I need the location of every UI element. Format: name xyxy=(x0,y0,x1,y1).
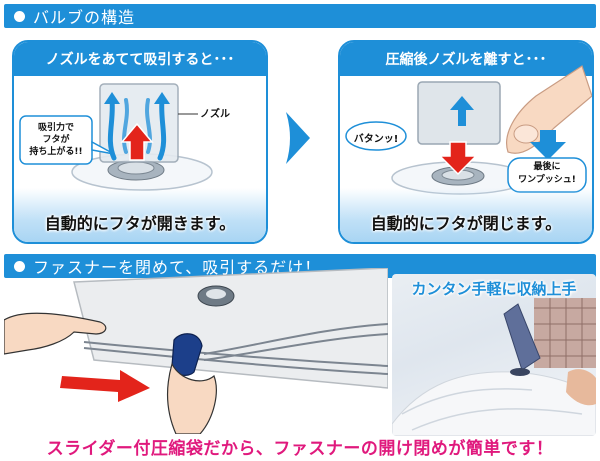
quilt-fold xyxy=(401,388,533,415)
fingernail xyxy=(513,124,539,144)
zipper-illustration xyxy=(4,268,388,434)
bottom-caption: スライダー付圧縮袋だから、ファスナーの開け閉めが簡単です！ xyxy=(46,439,554,459)
callout-line: フタが xyxy=(42,135,70,145)
callout-text: 吸引力で フタが 持ち上がる!! xyxy=(24,122,88,158)
panel-caption: 自動的にフタが閉じます。 xyxy=(370,214,562,233)
callout-box xyxy=(19,115,93,165)
bullet-dot xyxy=(14,10,25,22)
product-photo: カンタン手軽に収納上手 xyxy=(392,274,596,436)
bubble-line: 最後に xyxy=(533,162,561,172)
valve-cap xyxy=(117,161,155,175)
bag-valve-cap xyxy=(206,289,226,299)
callout-line: 持ち上がる!! xyxy=(29,147,83,157)
section-title: ファスナーを閉めて、吸引するだけ！ xyxy=(33,258,322,277)
section-title: バルブの構造 xyxy=(33,8,136,27)
bubble-text-left: バタンッ! xyxy=(353,134,399,145)
airflow-arrowhead-right xyxy=(154,92,170,104)
bag-slider-drawing xyxy=(4,268,388,434)
callout-line: 吸引力で xyxy=(37,123,74,133)
zipper-line-open xyxy=(203,333,388,361)
nozzle-tip xyxy=(510,368,530,376)
zipper-line-open xyxy=(203,323,388,355)
quilt-fold xyxy=(411,408,583,431)
lift-arrow-red xyxy=(120,122,154,161)
bubble-text-right: 最後に ワンプッシュ! xyxy=(508,161,586,187)
panel-nozzle-release: 圧縮後ノズルを離すと･･･ バタンッ! 最後に ワンプッシュ! 自動的にフタが閉… xyxy=(338,40,594,244)
photo-drawing xyxy=(392,298,596,436)
nozzle-label: ノズル xyxy=(200,109,230,120)
close-arrow-red xyxy=(438,141,478,176)
panel-bottom-gradient xyxy=(14,188,266,242)
panel-nozzle-attach: ノズルをあてて吸引すると･･･ ノズル 吸引力で フタが 持ち上がる!! 自動的… xyxy=(12,40,268,244)
airflow-arrow-inner-right xyxy=(145,98,152,154)
left-hand xyxy=(4,312,107,355)
up-arrow-blue xyxy=(450,96,474,126)
hand-photo xyxy=(566,369,596,406)
panel-bottom-gradient xyxy=(340,188,592,242)
bubble-line: ワンプッシュ! xyxy=(518,175,576,185)
section-header-valve: バルブの構造 xyxy=(4,4,596,28)
airflow-arrow-inner-left xyxy=(122,98,129,154)
panel-caption: 自動的にフタが開きます。 xyxy=(44,214,236,233)
down-arrow-blue xyxy=(530,130,566,160)
photo-caption: カンタン手軽に収納上手 xyxy=(411,280,577,298)
bullet-dot xyxy=(14,260,25,272)
airflow-arrow-right xyxy=(157,97,167,161)
zipper-line xyxy=(83,347,388,375)
right-hand xyxy=(167,362,217,434)
slide-direction-arrow xyxy=(60,370,150,402)
valve-open-illustration xyxy=(19,83,213,191)
chevron-right-icon xyxy=(286,112,310,164)
valve-close-illustration xyxy=(345,65,592,195)
speech-bubble-left xyxy=(345,121,407,151)
bag-sheet xyxy=(73,268,388,389)
vacuum-nozzle xyxy=(503,303,541,371)
panel-title: ノズルをあてて吸引すると･･･ xyxy=(14,42,266,76)
callout-pointer xyxy=(91,140,115,155)
plaid-pattern xyxy=(534,298,596,368)
airflow-arrowhead-left xyxy=(104,92,120,104)
panel-title: 圧縮後ノズルを離すと･･･ xyxy=(340,42,592,76)
